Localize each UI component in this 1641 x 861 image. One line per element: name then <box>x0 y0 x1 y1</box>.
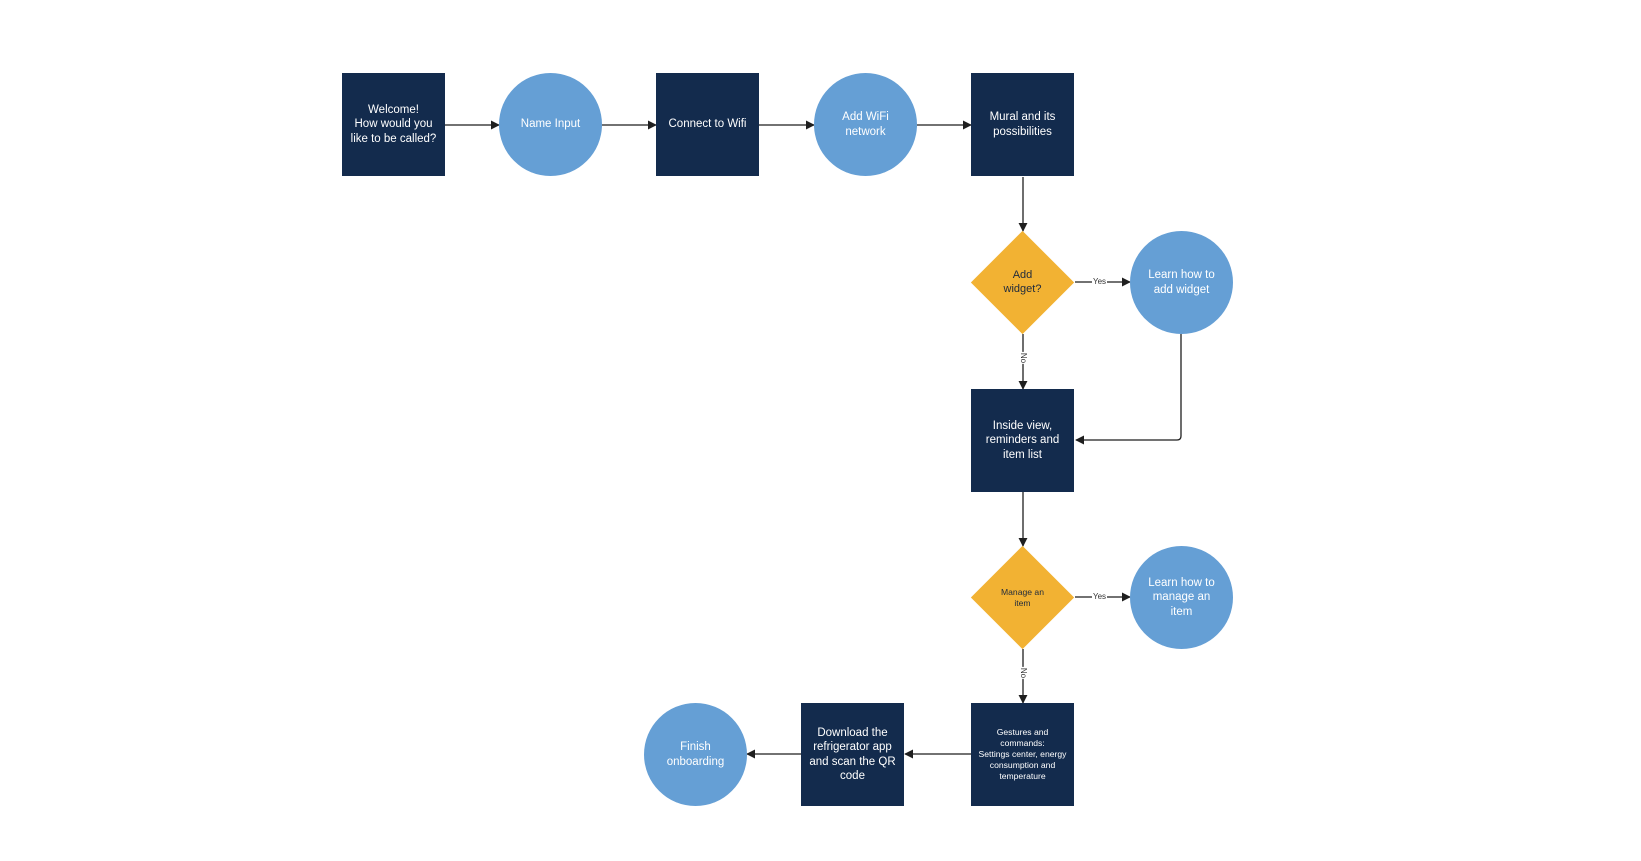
edge-label-manage-yes: Yes <box>1092 592 1108 602</box>
node-download-app[interactable]: Download the refrigerator app and scan t… <box>801 703 904 806</box>
decision-add-widget[interactable]: Add widget? <box>970 230 1075 335</box>
decision-manage-item-label: Manage an item <box>1000 586 1044 608</box>
node-inside-view[interactable]: Inside view, reminders and item list <box>971 389 1074 492</box>
edge-label-widget-no: No <box>1018 351 1029 365</box>
decision-add-widget-label: Add widget? <box>1003 268 1042 295</box>
node-finish[interactable]: Finish onboarding <box>644 703 747 806</box>
edge-label-widget-yes: Yes <box>1092 277 1108 287</box>
node-learn-widget[interactable]: Learn how to add widget <box>1130 231 1233 334</box>
decision-manage-item[interactable]: Manage an item <box>970 545 1075 650</box>
node-learn-manage[interactable]: Learn how to manage an item <box>1130 546 1233 649</box>
node-add-wifi[interactable]: Add WiFi network <box>814 73 917 176</box>
node-gestures[interactable]: Gestures and commands: Settings center, … <box>971 703 1074 806</box>
node-welcome[interactable]: Welcome! How would you like to be called… <box>342 73 445 176</box>
edge-label-manage-no: No <box>1018 666 1029 680</box>
node-name-input[interactable]: Name Input <box>499 73 602 176</box>
edge-learn-widget-to-inside <box>1075 334 1182 445</box>
node-mural[interactable]: Mural and its possibilities <box>971 73 1074 176</box>
node-connect-wifi[interactable]: Connect to Wifi <box>656 73 759 176</box>
